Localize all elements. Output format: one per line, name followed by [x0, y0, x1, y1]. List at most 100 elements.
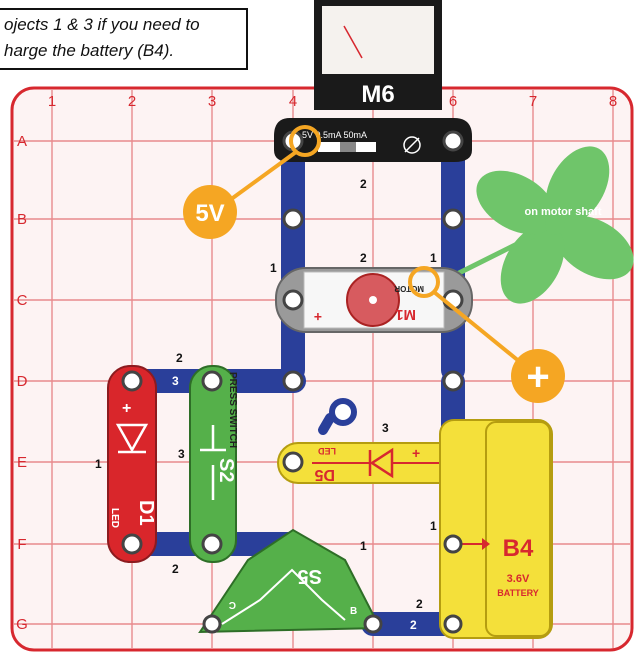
callout-plus-text: +	[526, 355, 549, 399]
callout-plus-ring	[408, 266, 440, 298]
motor-name: MOTOR	[394, 284, 424, 293]
col-label-2: 2	[128, 93, 136, 110]
wire-label-d-row-inner: 3	[172, 374, 179, 388]
wire-label-bottom: 2	[416, 597, 423, 611]
snap-d4	[282, 370, 304, 392]
speaker-body	[198, 528, 382, 634]
row-label-f: F	[17, 536, 26, 553]
col-label-7: 7	[529, 93, 537, 110]
switch-s2: S2 PRESS SWITCH	[189, 365, 238, 563]
row-label-a: A	[17, 133, 27, 150]
snap-d3	[201, 370, 223, 392]
led-d1-label: D1	[135, 500, 157, 526]
wire-label-right-motor: 1	[430, 251, 437, 265]
wire-label-top: 2	[360, 177, 367, 191]
snap-a6	[442, 130, 464, 152]
col-label-6: 6	[449, 93, 457, 110]
wire-label-led-mid: 3	[382, 421, 389, 435]
callout-5v-text: 5V	[195, 200, 224, 227]
callout-5v-line	[228, 150, 298, 202]
wire-label-bat-left: 1	[430, 519, 437, 533]
wire-label-d-row: 2	[176, 351, 183, 365]
wire-label-f-row: 2	[172, 562, 179, 576]
col-label-4: 4	[289, 93, 297, 110]
battery-type: BATTERY	[497, 588, 539, 598]
speaker-label: S5	[298, 565, 322, 587]
battery-b4: B4 3.6V BATTERY	[439, 419, 553, 639]
row-label-d: D	[17, 373, 28, 390]
meter-selector-knob[interactable]	[340, 142, 356, 152]
wire-label-motor-mid: 2	[360, 251, 367, 265]
meter-icon	[403, 136, 421, 154]
wire-label-d1-left: 1	[95, 457, 102, 471]
row-label-b: B	[17, 211, 27, 228]
callout-plus: +	[408, 266, 565, 403]
callout-5v-badge	[183, 185, 237, 239]
meter-scale: 5V 0.5mA 50mA	[302, 130, 367, 140]
battery-arrowhead	[482, 538, 490, 550]
snap-c4	[282, 289, 304, 311]
col-label-3: 3	[208, 93, 216, 110]
speaker-symbol	[221, 568, 346, 625]
snap-f2	[121, 533, 143, 555]
switch-s2-label: S2	[215, 458, 237, 482]
wire-numbers: 2 1 2 1 3 2 3 3 1 2 1 2 2 1	[95, 177, 437, 632]
snap-d2	[121, 370, 143, 392]
callout-5v: 5V	[183, 125, 321, 239]
snap-f3	[201, 533, 223, 555]
led-d5-plus: +	[412, 445, 420, 461]
wire-label-left-motor: 1	[270, 261, 277, 275]
snap-led-lead	[329, 398, 357, 426]
instruction-line-1: ojects 1 & 3 if you need to	[4, 15, 200, 34]
snap-f6	[443, 534, 463, 554]
led-d1-body	[107, 365, 157, 563]
wire-col6-vertical	[441, 136, 465, 382]
callout-plus-badge	[511, 349, 565, 403]
col-label-1: 1	[48, 93, 56, 110]
wire-label-s2-left: 3	[178, 447, 185, 461]
led-d1-sub: LED	[109, 508, 120, 528]
snap-b4	[282, 208, 304, 230]
snap-e4	[282, 451, 304, 473]
meter-needle	[343, 25, 363, 59]
speaker-s5: S5 B C	[198, 528, 463, 634]
callout-5v-ring	[289, 125, 321, 157]
snap-g3	[202, 614, 222, 634]
callout-plus-line	[432, 290, 522, 364]
meter-icon-arrow	[404, 137, 420, 153]
snap-g6	[443, 614, 463, 634]
led-d1: + D1 LED	[107, 365, 157, 563]
grid-labels: 1 2 3 4 6 7 8 A B C D E F G	[16, 93, 617, 633]
led-d5-sub: LED	[317, 446, 336, 456]
motor-shaft	[369, 296, 377, 304]
led-d5-label: D5	[314, 466, 335, 483]
snap-g5	[363, 614, 383, 634]
motor-plus-label: +	[314, 309, 322, 325]
speaker-pin-b: B	[350, 606, 357, 617]
snap-d6	[442, 370, 464, 392]
battery-voltage: 3.6V	[507, 573, 530, 585]
battery-cell	[485, 421, 551, 637]
meter-dial	[322, 6, 434, 74]
meter-m6: M6 5V 0.5mA 50mA	[274, 0, 472, 162]
motor-m1: + M1 MOTOR	[275, 267, 473, 333]
fan-caption: on motor shaft	[525, 206, 602, 218]
switch-s2-body	[189, 365, 237, 563]
fan-shape: on motor shaft	[385, 146, 634, 311]
led-d1-symbol	[115, 423, 149, 453]
instruction-line-2: harge the battery (B4).	[4, 41, 175, 60]
battery-label: B4	[503, 535, 534, 562]
wire-led-lead	[318, 413, 335, 435]
switch-s2-sub: PRESS SWITCH	[227, 372, 238, 448]
switch-s2-symbol	[200, 425, 226, 500]
instruction-box: ojects 1 & 3 if you need to harge the ba…	[0, 8, 248, 70]
wire-label-speaker-top: 1	[360, 539, 367, 553]
row-label-c: C	[17, 292, 28, 309]
snap-b6	[442, 208, 464, 230]
row-label-e: E	[17, 454, 27, 471]
wire-label-bottom-inner: 2	[410, 618, 417, 632]
col-label-8: 8	[609, 93, 617, 110]
wire-col4-vertical	[281, 136, 305, 382]
